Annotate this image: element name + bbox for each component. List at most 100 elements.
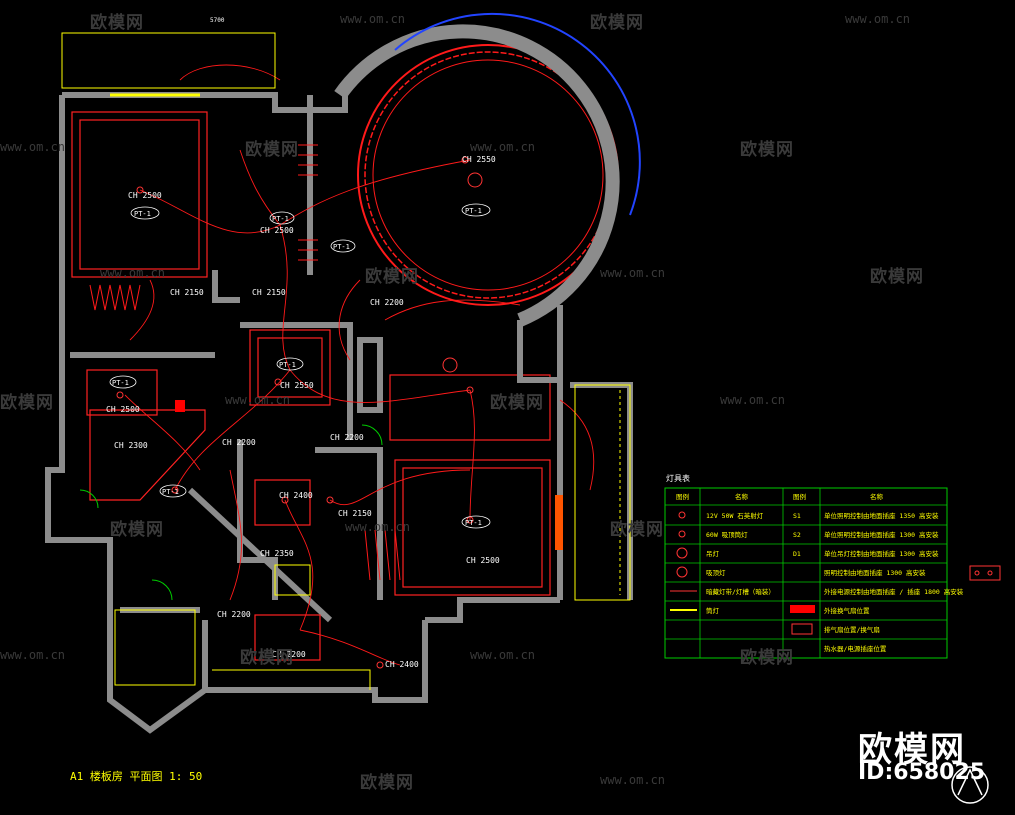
watermark-logo: 欧模网: [90, 13, 144, 33]
round-room: [334, 12, 641, 383]
svg-text:PT-1: PT-1: [112, 379, 129, 387]
room-label-layer: CH 2500 CH 2550 CH 2500 CH 2150 CH 2150 …: [106, 155, 500, 669]
legend-name: 吸顶灯: [706, 568, 726, 577]
ceiling-tag-layer: PT-1 PT-1 PT-1 PT-1 PT-1 PT-1 PT-1 PT-1: [109, 203, 491, 529]
room-label: CH 2200: [217, 610, 251, 619]
accent-bar: [555, 495, 563, 550]
svg-text:PT-1: PT-1: [279, 361, 296, 369]
watermark-logo: 欧模网: [365, 267, 419, 287]
ceiling-tag: PT-1: [276, 357, 304, 371]
legend-table: 灯具表 图例 名称 图例 名称 12V 50W 石英射灯 S1 单位照明控制由地…: [664, 473, 964, 659]
watermark-url: www.om.cn: [470, 140, 536, 154]
legend-name: 吊灯: [706, 549, 720, 558]
watermark-url: www.om.cn: [0, 648, 66, 662]
room-label: CH 2200: [272, 650, 306, 659]
watermark-url: www.om.cn: [100, 266, 166, 280]
watermark-url: www.om.cn: [345, 520, 411, 534]
legend-desc: 排气扇位置/换气扇: [824, 625, 880, 634]
legend-code: S2: [793, 531, 801, 539]
watermark-logo: 欧模网: [360, 773, 414, 793]
ceiling-tag: PT-1: [461, 515, 491, 529]
legend-name: 筒灯: [706, 606, 720, 615]
legend-desc: 单位吊灯控制由地面插座 1300 高安装: [824, 549, 939, 558]
legend-name: 暗藏灯带/灯槽（暗装）: [706, 587, 775, 596]
brand-logo: 欧模网: [858, 730, 966, 770]
svg-text:PT-1: PT-1: [333, 243, 350, 251]
fixtures: [116, 156, 483, 669]
room-label: CH 2200: [222, 438, 256, 447]
legend-desc: 照明控制由地面插座 1300 高安装: [824, 568, 926, 577]
legend-code: S1: [793, 512, 801, 520]
svg-text:PT-1: PT-1: [134, 210, 151, 218]
dimension-label: 5700: [210, 17, 225, 24]
watermark-logo: 欧模网: [0, 393, 54, 413]
watermark-logo: 欧模网: [870, 267, 924, 287]
watermark-logo: 欧模网: [590, 13, 644, 33]
legend-name: 12V 50W 石英射灯: [706, 511, 764, 520]
room-label: CH 2550: [280, 381, 314, 390]
watermark-logo: 欧模网: [740, 648, 794, 668]
ceiling-tag: PT-1: [130, 206, 160, 220]
room-label: CH 2550: [462, 155, 496, 164]
legend-col-header: 名称: [870, 492, 884, 501]
ceiling-outlines: [71, 111, 551, 661]
watermark-logo: 欧模网: [240, 648, 294, 668]
ceiling-tag: PT-1: [461, 203, 491, 217]
stair-hatching: [89, 144, 401, 581]
legend-desc: 外接电源控制由地面插座 / 插座 1800 高安装: [824, 587, 964, 596]
watermark-url: www.om.cn: [845, 12, 911, 26]
watermark-url: www.om.cn: [600, 773, 666, 787]
svg-text:PT-1: PT-1: [272, 215, 289, 223]
legend-name: 60W 吸顶筒灯: [706, 530, 748, 539]
detail-symbol: [969, 565, 1001, 581]
legend-desc: 外接换气扇位置: [824, 606, 870, 615]
watermark-logo: 欧模网: [110, 520, 164, 540]
room-label: CH 2500: [466, 556, 500, 565]
watermark-logo: 欧模网: [490, 393, 544, 413]
legend-col-header: 图例: [676, 492, 689, 501]
ceiling-tag: PT-1: [269, 211, 295, 225]
room-label: CH 2400: [385, 660, 419, 669]
watermark-url: www.om.cn: [0, 140, 66, 154]
room-label: CH 2400: [279, 491, 313, 500]
room-label: CH 2200: [370, 298, 404, 307]
north-arrow-icon: [951, 766, 989, 804]
ceiling-tag: PT-1: [109, 375, 137, 389]
room-label: CH 2150: [338, 509, 372, 518]
legend-desc: 热水器/电源插座位置: [824, 644, 887, 653]
ceiling-tag: PT-1: [159, 484, 187, 498]
watermark-url: www.om.cn: [600, 266, 666, 280]
room-label: CH 2500: [106, 405, 140, 414]
svg-text:PT-1: PT-1: [465, 207, 482, 215]
room-label: CH 2150: [252, 288, 286, 297]
legend-col-header: 图例: [793, 492, 806, 501]
svg-text:PT-1: PT-1: [465, 519, 482, 527]
legend-col-header: 名称: [735, 492, 749, 501]
watermark-url: www.om.cn: [225, 393, 291, 407]
svg-text:PT-1: PT-1: [162, 488, 179, 496]
legend-symbols: [670, 511, 815, 635]
drawing-title: A1 楼板房 平面图 1: 50: [70, 770, 203, 783]
watermark-url: www.om.cn: [470, 648, 536, 662]
legend-desc: 单位照明控制由地面插座 1350 高安装: [824, 511, 939, 520]
room-label: CH 2500: [128, 191, 162, 200]
room-label: CH 2300: [114, 441, 148, 450]
watermark-url: www.om.cn: [340, 12, 406, 26]
legend-desc: 单位照明控制由地面插座 1300 高安装: [824, 530, 939, 539]
legend-code: D1: [793, 550, 801, 558]
watermark-logo: 欧模网: [245, 140, 299, 160]
brand-id: ID:658025: [858, 760, 986, 785]
room-label: CH 2150: [170, 288, 204, 297]
room-label: CH 2500: [260, 226, 294, 235]
yellow-linework: [61, 32, 631, 690]
room-label: CH 2350: [260, 549, 294, 558]
accent-block: [175, 400, 185, 412]
door-swings: [79, 424, 383, 601]
legend-heading: 灯具表: [666, 473, 690, 483]
ceiling-tag: PT-1: [330, 239, 356, 253]
watermark-logo: 欧模网: [740, 140, 794, 160]
watermark-logo: 欧模网: [610, 520, 664, 540]
watermark-url: www.om.cn: [720, 393, 786, 407]
room-label: CH 2200: [330, 433, 364, 442]
